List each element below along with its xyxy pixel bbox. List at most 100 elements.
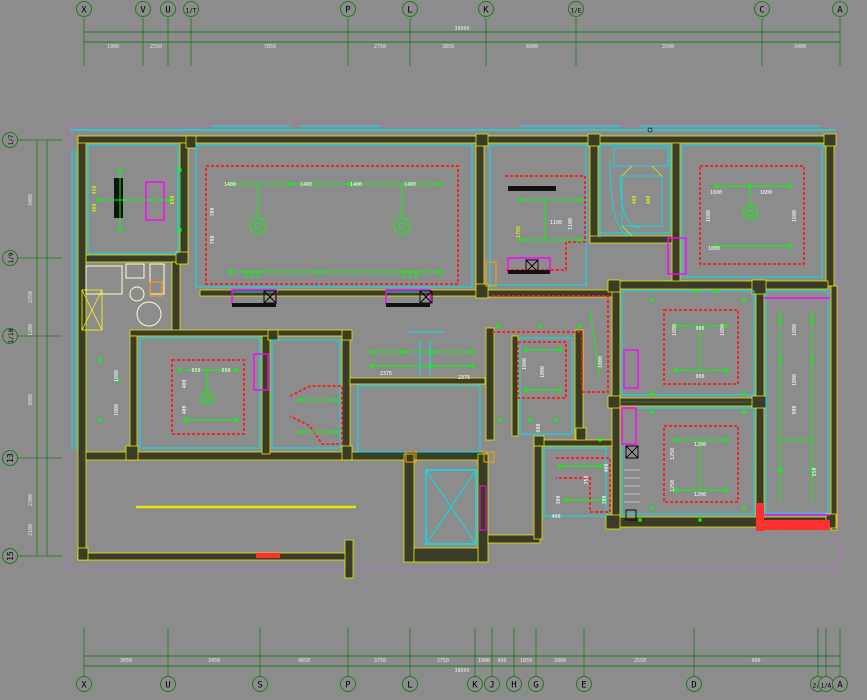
dimension-label: 3850 [442, 44, 454, 50]
top-axis-4-label: P [345, 5, 351, 15]
ceiling-label: 900 [695, 374, 704, 380]
cyan-window-door-lines [71, 125, 829, 517]
bottom-axis-4-label: L [407, 680, 412, 690]
ceiling-label: 300 [602, 495, 608, 504]
ceiling-label: 1250 [670, 448, 676, 460]
bottom-axis-8: G [528, 676, 544, 692]
ceiling-label: 2375 [458, 375, 470, 381]
dimension-label: 2100 [28, 524, 34, 536]
dimension-label: 2750 [374, 44, 386, 50]
top-axis-2: U [160, 1, 176, 17]
wc-ceiling-outline [289, 385, 343, 445]
dimension-label: 3500 [662, 44, 674, 50]
left-axis-label: 13 [6, 453, 15, 463]
wall-corridor-north [85, 451, 487, 461]
ceiling-label: 300 [556, 495, 562, 504]
ceiling-grid-lines [88, 146, 817, 505]
bottom-axis-9: E [576, 676, 592, 692]
wall-lift-south [413, 547, 479, 563]
wall-lift-east [477, 453, 489, 563]
bottom-axis-10: D [686, 676, 702, 692]
ceiling-label: 2375 [380, 371, 392, 377]
left-axis-label: 1/7 [8, 134, 15, 145]
dimension-label: 2300 [28, 494, 34, 506]
bottom-axis-5-label: K [472, 680, 478, 690]
dimension-label: 1850 [520, 658, 532, 664]
bottom-axis-11-label: 2/A [813, 682, 824, 689]
bottom-axis-1-label: U [165, 680, 170, 690]
wall-stair2-south [589, 235, 679, 244]
dimension-label: 3400 [28, 194, 34, 206]
ceiling-label: 1250 [670, 480, 676, 492]
ceiling-label: 1200 [694, 492, 706, 498]
ceiling-label: 1100 [550, 220, 562, 226]
top-axis-8: C [754, 1, 770, 17]
ceiling-label: 400 [182, 405, 188, 414]
columns [77, 133, 837, 561]
wall-s-room-west [533, 443, 543, 540]
dimension-lines [36, 31, 840, 667]
bottom-axis-2: S [252, 676, 268, 692]
ceiling-label: 1000 [792, 374, 798, 386]
left-axis-1: 1/9 [2, 250, 18, 266]
ceiling-label: 650 [170, 195, 176, 204]
top-axis-3: 1/T [183, 1, 199, 17]
left-axis-0: 1/7 [2, 132, 18, 148]
top-axis-0-label: X [81, 5, 87, 15]
top-axis-4: P [340, 1, 356, 17]
ceiling-label: 1800 [708, 246, 720, 252]
wall-lift-west [403, 453, 415, 563]
left-axis-4: 15 [2, 548, 18, 564]
ceiling-label: 1600 [792, 210, 798, 222]
top-overall-dimension: 38000 [454, 26, 469, 32]
ceiling-label: 400 [646, 195, 652, 204]
ceiling-label: 1100 [568, 218, 574, 230]
wall-corridor-south-east [487, 534, 541, 544]
top-axis-1-label: V [140, 5, 146, 15]
dimension-label: 2550 [150, 44, 162, 50]
dimension-label: 2250 [28, 291, 34, 303]
ceiling-label: 700 [210, 235, 216, 244]
ceiling-label: 650 [191, 368, 200, 374]
left-axis-3: 13 [2, 450, 18, 466]
ceiling-label: 400 [182, 379, 188, 388]
ceiling-label: 750 [584, 475, 590, 484]
wall-wc-east [341, 335, 351, 455]
dimension-label: 900 [751, 658, 760, 664]
dimension-label: 3050 [120, 658, 132, 664]
ceiling-wiring [98, 170, 813, 501]
top-axis-8-label: C [759, 5, 764, 15]
ceiling-label: 400 [632, 195, 638, 204]
bottom-axis-6: J [484, 676, 500, 692]
bottom-axis-1: U [160, 676, 176, 692]
bottom-axis-8-label: G [533, 680, 538, 690]
bottom-overall-dim-label: 38000 [454, 668, 469, 674]
mid-small-ceiling-outline [517, 341, 567, 399]
dimension-label: 1200 [28, 324, 34, 336]
top-overall-dim-label: 38000 [454, 26, 469, 32]
ceiling-label: 1000 [792, 324, 798, 336]
ceiling-label: 1000 [598, 356, 604, 368]
bottom-axis-13-label: A [837, 680, 843, 690]
left-axis-label: 15 [6, 551, 15, 561]
dimension-label: 6000 [526, 44, 538, 50]
bottom-axis-9-label: E [581, 680, 586, 690]
left-axis-2: 1/10 [2, 328, 18, 344]
dimension-label: 2750 [437, 658, 449, 664]
top-axis-7: 1/E [568, 1, 584, 17]
ceiling-label: 1600 [706, 210, 712, 222]
wall-east-lower [830, 285, 838, 531]
ceiling-label: 1400 [350, 182, 362, 188]
wall-center-east [589, 142, 599, 242]
ceiling-label: 1400 [300, 182, 312, 188]
top-axis-5-label: L [407, 5, 412, 15]
ceiling-label: 1200 [694, 442, 706, 448]
bottom-axis-10-label: D [691, 680, 696, 690]
ceiling-label: 400 [92, 203, 98, 212]
s-ceiling-outline [556, 457, 611, 513]
wall-lobby-north [349, 377, 486, 385]
